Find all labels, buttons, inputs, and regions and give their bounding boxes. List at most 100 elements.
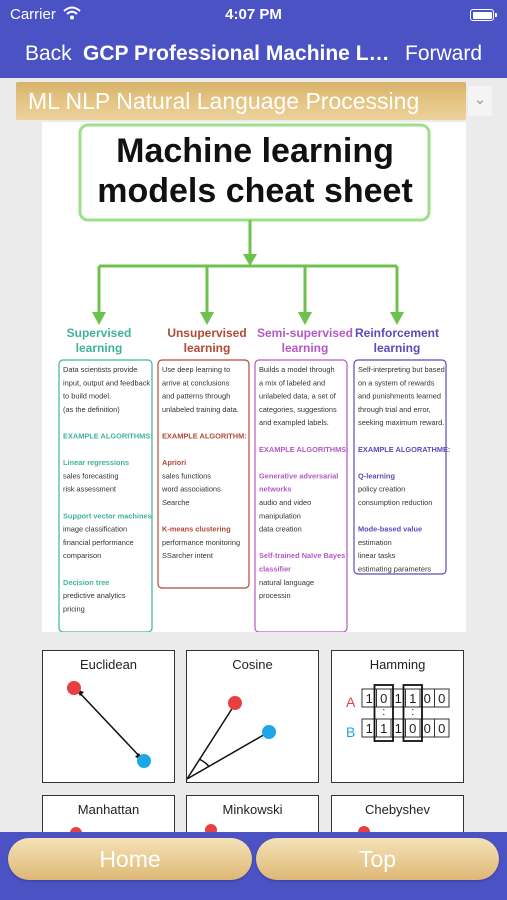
vector-line bbox=[187, 732, 268, 780]
category-text: comparison bbox=[63, 551, 101, 560]
category-text: audio and video bbox=[259, 498, 311, 507]
chebyshev-diagram bbox=[358, 826, 370, 832]
category-text: sales functions bbox=[162, 471, 211, 480]
bit-value: 1 bbox=[380, 721, 387, 736]
category-text: data creation bbox=[259, 525, 302, 534]
category-text: processin bbox=[259, 591, 291, 600]
category-text: pricing bbox=[63, 604, 85, 613]
content-scroll-area[interactable]: Machine learning models cheat sheet Supe… bbox=[0, 120, 507, 832]
distance-label-manhattan: Manhattan bbox=[77, 802, 140, 817]
category-text: classifier bbox=[259, 565, 291, 574]
category-text: on a system of rewards bbox=[358, 378, 435, 387]
category-text: consumption reduction bbox=[358, 498, 432, 507]
category-text: estimation bbox=[358, 538, 392, 547]
distance-label-hamming: Hamming bbox=[369, 657, 426, 672]
minkowski-diagram bbox=[205, 824, 217, 832]
bit-colon: : bbox=[411, 706, 414, 718]
category-text: arrive at conclusions bbox=[162, 378, 230, 387]
arrowhead bbox=[92, 312, 106, 325]
category-text: networks bbox=[259, 485, 291, 494]
category-text: performance monitoring bbox=[162, 538, 240, 547]
distance-card-cosine: Cosine bbox=[186, 650, 319, 783]
category-text: to build model. bbox=[63, 392, 111, 401]
category-text: Self-interpreting but based bbox=[358, 365, 445, 374]
category-box bbox=[353, 359, 447, 575]
category-text: policy creation bbox=[358, 485, 405, 494]
category-text: word associations bbox=[161, 485, 221, 494]
red-point bbox=[67, 681, 81, 695]
category-text: EXAMPLE ALGORATHME: bbox=[358, 445, 450, 454]
category-text: Searche bbox=[162, 498, 190, 507]
cheat-sheet-title-line1: Machine learning bbox=[116, 132, 394, 170]
category-text: Q-learning bbox=[358, 471, 395, 480]
wifi-icon bbox=[63, 5, 81, 25]
home-button[interactable]: Home bbox=[8, 838, 252, 880]
diff-highlight bbox=[402, 684, 423, 742]
vector-line bbox=[187, 703, 236, 780]
bit-cell bbox=[434, 688, 450, 708]
topic-dropdown-value: ML NLP Natural Language Processing bbox=[28, 88, 420, 114]
topic-dropdown[interactable]: ML NLP Natural Language Processing bbox=[16, 82, 466, 120]
bit-value: 0 bbox=[438, 691, 445, 706]
category-text: unlabeled training data. bbox=[162, 405, 239, 414]
red-point bbox=[205, 824, 217, 832]
bit-colon: : bbox=[382, 706, 385, 718]
battery-icon bbox=[470, 9, 497, 21]
category-text: through trial and error, bbox=[358, 405, 431, 414]
category-text: risk assessment bbox=[63, 485, 116, 494]
category-text: seeking maximum reward. bbox=[358, 418, 444, 427]
category-text: financial performance bbox=[63, 538, 134, 547]
distance-card-chebyshev: Chebyshev bbox=[331, 795, 464, 832]
status-bar: Carrier 4:07 PM bbox=[0, 0, 507, 30]
arrowhead bbox=[200, 312, 214, 325]
cosine-diagram bbox=[187, 696, 276, 780]
euclidean-diagram bbox=[67, 681, 151, 768]
angle-arc bbox=[198, 758, 210, 768]
hamming-label-a: A bbox=[346, 694, 356, 710]
carrier-label: Carrier bbox=[10, 6, 56, 23]
red-point bbox=[358, 826, 370, 832]
category-text: Use deep learning to bbox=[162, 365, 230, 374]
back-button[interactable]: Back bbox=[25, 42, 72, 65]
category-title: Reinforcement bbox=[355, 326, 439, 340]
clock-time: 4:07 PM bbox=[225, 6, 282, 23]
cheat-sheet-image: Machine learning models cheat sheet Supe… bbox=[42, 122, 466, 633]
top-button[interactable]: Top bbox=[256, 838, 499, 880]
bit-value: 0 bbox=[424, 721, 431, 736]
category-text: categories, suggestions bbox=[259, 405, 337, 414]
distance-card-minkowski: Minkowski bbox=[186, 795, 319, 832]
blue-point bbox=[137, 754, 151, 768]
category-text: K-means clustering bbox=[162, 525, 231, 534]
distance-card-euclidean: Euclidean bbox=[42, 650, 175, 783]
category-text: Decision tree bbox=[63, 578, 109, 587]
cheat-sheet-title-line2: models cheat sheet bbox=[97, 172, 413, 210]
distance-label-cosine: Cosine bbox=[232, 657, 273, 672]
bit-value: 1 bbox=[366, 721, 373, 736]
euclidean-line bbox=[75, 688, 144, 761]
navigation-bar: Back GCP Professional Machine Learning E… bbox=[0, 30, 507, 78]
forward-button[interactable]: Forward bbox=[405, 42, 483, 65]
page-title: GCP Professional Machine Learning Engine… bbox=[83, 42, 401, 65]
red-point bbox=[70, 827, 82, 832]
cheat-sheet-title-box bbox=[78, 123, 431, 222]
category-text: Mode-based value bbox=[358, 525, 422, 534]
bit-value: 0 bbox=[409, 721, 416, 736]
category-text: and punishments learned bbox=[358, 392, 441, 401]
bit-value: 0 bbox=[380, 691, 387, 706]
arrowhead bbox=[243, 254, 257, 266]
red-point bbox=[228, 696, 242, 710]
category-title: learning bbox=[76, 341, 123, 355]
arrowhead bbox=[390, 312, 404, 325]
category-text: input, output and feedback bbox=[63, 378, 150, 387]
category-text: EXAMPLE ALGORITHM: bbox=[162, 432, 247, 441]
bit-value: 1 bbox=[409, 691, 416, 706]
category-text: manipulation bbox=[259, 511, 301, 520]
category-text: EXAMPLE ALGORITHMS: bbox=[259, 445, 349, 454]
category-text: and exampled labels. bbox=[259, 418, 329, 427]
chevron-down-icon[interactable]: ⌄ bbox=[468, 86, 492, 116]
category-text: predictive analytics bbox=[63, 591, 126, 600]
